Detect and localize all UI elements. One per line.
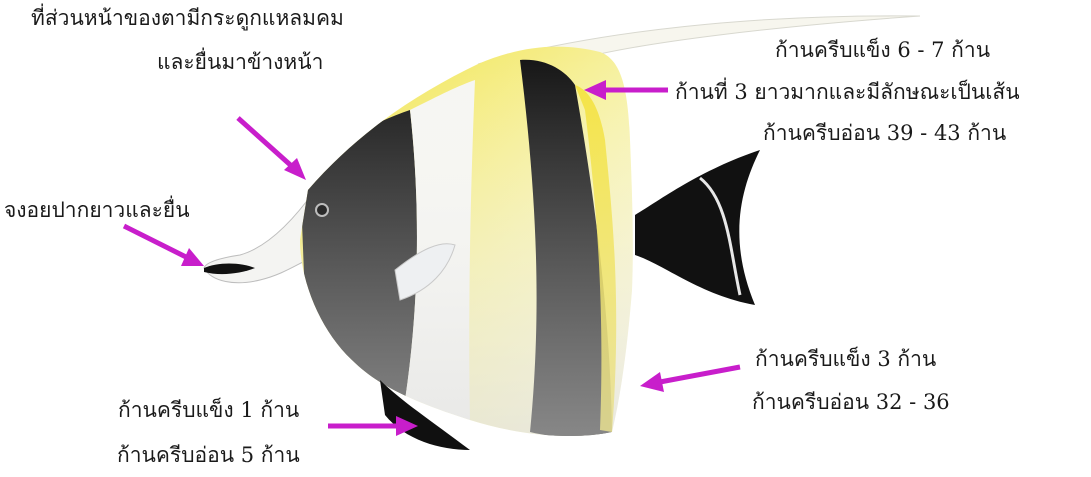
label-pelvic-line-1: ก้านครีบแข็ง 1 ก้าน (118, 400, 299, 421)
arrow-orbit (238, 118, 306, 180)
tail-fin (635, 150, 760, 305)
label-orbit-line-1: ที่ส่วนหน้าของตามีกระดูกแหลมคม (31, 8, 344, 29)
label-snout: จงอยปากยาวและยื่น (4, 200, 190, 221)
arrow-anal (640, 367, 740, 392)
label-orbit-line-2: และยื่นมาข้างหน้า (157, 52, 323, 73)
label-anal-line-1: ก้านครีบแข็ง 3 ก้าน (755, 349, 936, 370)
arrow-snout (124, 226, 204, 266)
label-dorsal-line-2: ก้านที่ 3 ยาวมากและมีลักษณะเป็นเส้น (675, 82, 1020, 103)
label-dorsal-line-1: ก้านครีบแข็ง 6 - 7 ก้าน (775, 40, 990, 61)
label-pelvic-line-2: ก้านครีบอ่อน 5 ก้าน (117, 445, 300, 466)
label-anal-line-2: ก้านครีบอ่อน 32 - 36 (752, 392, 950, 413)
eye (316, 204, 328, 216)
label-dorsal-line-3: ก้านครีบอ่อน 39 - 43 ก้าน (763, 123, 1006, 144)
